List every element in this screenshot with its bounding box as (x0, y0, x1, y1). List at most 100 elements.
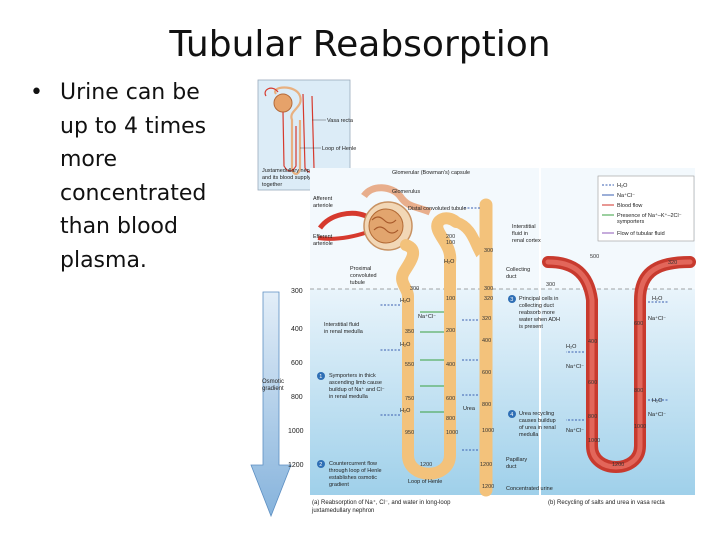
svg-text:establishes osmotic: establishes osmotic (329, 475, 377, 481)
note-4: 4 Urea recycling causes buildup of urea … (508, 410, 556, 438)
svg-text:800: 800 (588, 414, 597, 420)
svg-text:320: 320 (668, 260, 677, 266)
svg-text:gradient: gradient (329, 482, 349, 488)
svg-text:duct: duct (506, 274, 517, 280)
svg-text:Na⁺Cl⁻: Na⁺Cl⁻ (648, 315, 666, 322)
figure-labels: Glomerular (Bowman's) capsule Glomerulus… (313, 170, 666, 492)
legend-item-symporter: Presence of Na⁺–K⁺–2Cl⁻ (617, 212, 682, 219)
svg-text:H₂O: H₂O (400, 298, 411, 304)
svg-text:Glomerulus: Glomerulus (392, 189, 420, 195)
svg-text:300: 300 (484, 286, 493, 292)
svg-text:300: 300 (546, 282, 555, 288)
vasa-recta (542, 256, 696, 473)
inset-caption-2: and its blood supply (262, 175, 311, 181)
svg-text:200: 200 (446, 328, 455, 334)
svg-text:buildup of Na⁺ and Cl⁻: buildup of Na⁺ and Cl⁻ (329, 386, 385, 393)
osmotic-label-1: Osmotic (262, 379, 284, 385)
svg-text:300: 300 (410, 286, 419, 292)
glomerulus-drawing (317, 184, 432, 251)
svg-text:is present: is present (519, 324, 543, 330)
svg-text:1200: 1200 (480, 462, 492, 468)
svg-text:Na⁺Cl⁻: Na⁺Cl⁻ (648, 411, 666, 418)
svg-text:Principal cells in: Principal cells in (519, 296, 558, 302)
inset-loop-label: Loop of Henle (322, 146, 356, 152)
svg-text:causes buildup: causes buildup (519, 418, 556, 424)
svg-text:600: 600 (482, 370, 491, 376)
note-1: 1 Symporters in thick ascending limb cau… (317, 372, 385, 400)
legend-item-nacl: Na⁺Cl⁻ (617, 192, 635, 199)
svg-text:100: 100 (446, 296, 455, 302)
svg-text:H₂O: H₂O (566, 344, 577, 350)
svg-text:in renal medulla: in renal medulla (324, 329, 364, 335)
note-3: 3 Principal cells in collecting duct rea… (508, 295, 560, 330)
bullet-list: • Urine can be up to 4 times more concen… (30, 76, 230, 277)
svg-text:1: 1 (319, 374, 322, 380)
svg-text:Papillary: Papillary (506, 457, 527, 463)
svg-text:Concentrated urine: Concentrated urine (506, 486, 553, 492)
osmotic-label-2: gradient (262, 386, 284, 392)
svg-text:Na⁺Cl⁻: Na⁺Cl⁻ (566, 427, 584, 434)
svg-text:750: 750 (405, 396, 414, 402)
legend-item-symporter-2: symporters (617, 219, 644, 225)
svg-text:ascending limb cause: ascending limb cause (329, 380, 382, 386)
svg-text:Urea recycling: Urea recycling (519, 411, 554, 417)
svg-text:600: 600 (291, 360, 303, 367)
inset-caption-1: Juxtamedullary nephron (262, 168, 321, 174)
svg-text:3: 3 (510, 297, 513, 303)
osmotic-gradient-arrow (250, 291, 292, 518)
svg-text:1000: 1000 (482, 428, 494, 434)
svg-text:200: 200 (446, 234, 455, 240)
svg-text:950: 950 (405, 430, 414, 436)
svg-text:duct: duct (506, 464, 517, 470)
svg-text:300: 300 (484, 248, 493, 254)
svg-text:Glomerular (Bowman's) capsule: Glomerular (Bowman's) capsule (392, 170, 470, 176)
svg-text:100: 100 (446, 240, 455, 246)
caption-a-line-1: (a) Reabsorption of Na⁺, Cl⁻, and water … (312, 499, 451, 506)
svg-text:300: 300 (291, 288, 303, 295)
svg-text:fluid in: fluid in (512, 231, 528, 237)
svg-text:H₂O: H₂O (652, 296, 663, 302)
legend-item-blood-flow: Blood flow (617, 203, 642, 209)
svg-text:600: 600 (634, 321, 643, 327)
tube-value-labels: 300 320 200 100 300 300 300 500 320 350 … (405, 234, 677, 490)
svg-text:tubule: tubule (350, 280, 365, 286)
svg-text:Afferent: Afferent (313, 196, 333, 202)
inset-panel: Vasa recta Loop of Henle Juxtamedullary … (257, 79, 356, 191)
note-2: 2 Countercurrent flow through loop of He… (317, 460, 382, 488)
svg-text:1200: 1200 (420, 462, 432, 468)
svg-text:Na⁺Cl⁻: Na⁺Cl⁻ (418, 313, 436, 320)
svg-text:320: 320 (484, 296, 493, 302)
svg-text:400: 400 (446, 362, 455, 368)
svg-text:600: 600 (446, 396, 455, 402)
svg-text:arteriole: arteriole (313, 241, 333, 247)
svg-text:Na⁺Cl⁻: Na⁺Cl⁻ (566, 363, 584, 370)
svg-text:Distal convoluted tubule: Distal convoluted tubule (408, 206, 466, 212)
svg-text:arteriole: arteriole (313, 203, 333, 209)
osmotic-scale: 300 400 600 800 1000 1200 (288, 288, 304, 469)
legend-box: H₂O Na⁺Cl⁻ Blood flow Presence of Na⁺–K⁺… (597, 175, 695, 242)
inset-caption-3: together (262, 182, 282, 188)
svg-text:400: 400 (291, 326, 303, 333)
svg-text:350: 350 (405, 329, 414, 335)
svg-text:Efferent: Efferent (313, 234, 333, 240)
svg-text:800: 800 (446, 416, 455, 422)
svg-text:Interstitial fluid: Interstitial fluid (324, 322, 359, 328)
svg-text:400: 400 (588, 339, 597, 345)
svg-text:800: 800 (291, 394, 303, 401)
legend-item-tubular-flow: Flow of tubular fluid (617, 231, 665, 237)
svg-text:550: 550 (405, 362, 414, 368)
transport-arrows (380, 207, 668, 451)
svg-text:medulla: medulla (519, 432, 539, 438)
svg-text:collecting duct: collecting duct (519, 303, 554, 309)
svg-text:1000: 1000 (634, 424, 646, 430)
svg-text:1200: 1200 (288, 462, 304, 469)
bullet-text: Urine can be up to 4 times more concentr… (60, 80, 207, 273)
svg-text:1000: 1000 (288, 428, 304, 435)
legend-item-h2o: H₂O (617, 183, 628, 189)
svg-text:500: 500 (590, 254, 599, 260)
svg-text:H₂O: H₂O (652, 398, 663, 404)
svg-text:H₂O: H₂O (400, 342, 411, 348)
svg-text:800: 800 (634, 388, 643, 394)
svg-text:1200: 1200 (612, 462, 624, 468)
svg-text:Countercurrent flow: Countercurrent flow (329, 461, 377, 467)
